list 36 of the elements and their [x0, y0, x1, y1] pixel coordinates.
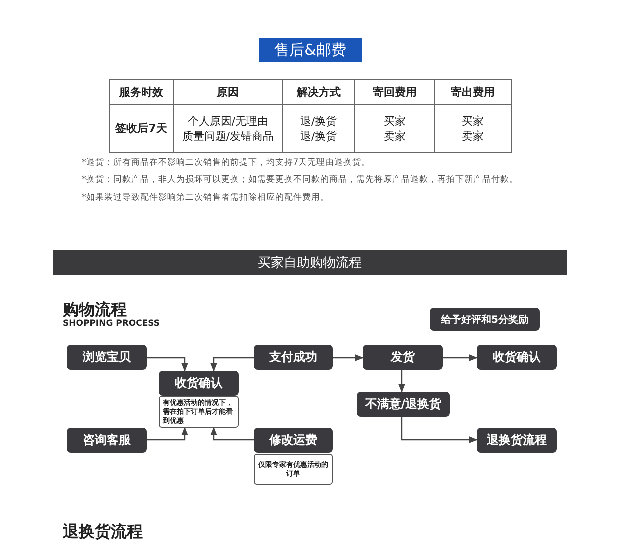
arrow: [333, 354, 364, 362]
process-box: 给予好评和5分奖励: [430, 308, 540, 331]
process-box: 不满意/退换货: [357, 392, 450, 417]
title-banner: 售后&邮费: [259, 38, 362, 62]
header-cell: 寄出费用: [434, 80, 512, 104]
arrow: [443, 354, 478, 362]
process-box: 发货: [363, 345, 443, 370]
arrow: [398, 370, 406, 393]
table-cell: 退/换货: [282, 128, 355, 152]
header-cell: 原因: [174, 80, 283, 104]
table-cell: 质量问题/发错商品: [174, 128, 283, 152]
process-box: 咨询客服: [67, 428, 147, 453]
note-text: *换货：同款产品，非人为损坏可以更换；如需要更换不同款的商品，需先将原产品退款，再拍下新产品付款。: [82, 174, 518, 186]
section-subheading: SHOPPING PROCESS: [63, 319, 160, 329]
arrow: [401, 417, 478, 444]
process-box: 浏览宝贝: [67, 345, 147, 370]
process-box: 支付成功: [254, 345, 333, 370]
process-box: 退换货流程: [477, 428, 557, 453]
arrow: [147, 427, 188, 441]
header-cell: 服务时效: [110, 80, 174, 104]
table-cell: 卖家: [434, 128, 512, 152]
section-banner: 买家自助购物流程: [53, 250, 567, 275]
arrow: [210, 357, 254, 372]
process-box: 收货确认: [159, 371, 239, 396]
process-box: 收货确认: [477, 345, 557, 370]
table-cell: 签收后7天: [110, 104, 174, 152]
section-heading: 购物流程: [63, 300, 127, 320]
arrow: [210, 427, 254, 441]
note-text: *退货：所有商品在不影响二次销售的前提下，均支持7天无理由退换货。: [82, 157, 371, 169]
header-cell: 解决方式: [282, 80, 355, 104]
process-box: 修改运费: [254, 428, 333, 453]
note-text: *如果装过导致配件影响第二次销售者需扣除相应的配件费用。: [82, 192, 330, 204]
header-cell: 寄回费用: [354, 80, 435, 104]
table-cell: 卖家: [354, 128, 435, 152]
arrow: [147, 357, 188, 372]
section-heading: 退换货流程: [63, 522, 143, 540]
